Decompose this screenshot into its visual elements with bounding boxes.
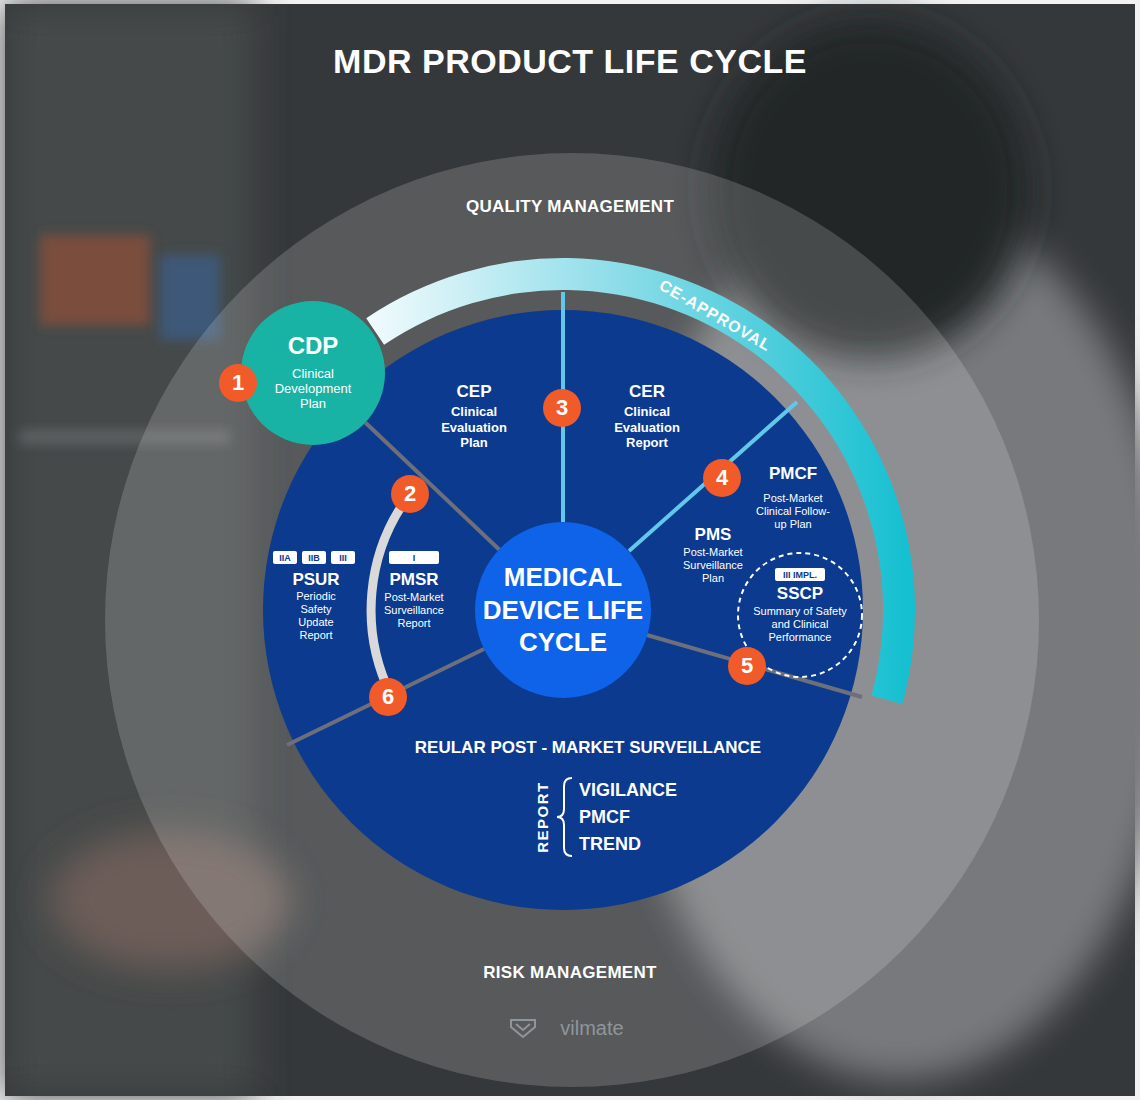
- ring-heading: QUALITY MANAGEMENT: [466, 197, 674, 217]
- sector-subtitle: Post-Market Surveillance Plan: [678, 546, 748, 585]
- report-item: TREND: [579, 834, 641, 855]
- sector-heading: REULAR POST - MARKET SURVEILLANCE: [415, 738, 761, 758]
- badge-text: IIB: [308, 553, 320, 562]
- callout-number: 3: [543, 389, 581, 427]
- ring-heading: RISK MANAGEMENT: [483, 963, 657, 983]
- node-subtitle: Clinical Development Plan: [267, 367, 359, 412]
- node-subtitle: Summary of Safety and Clinical Performan…: [745, 605, 855, 644]
- callout-number: 6: [369, 678, 407, 716]
- sector-heading: CEP: [457, 382, 492, 402]
- sector-subtitle: Post-Market Clinical Follow-up Plan: [756, 492, 830, 531]
- quality-ring: QUALITY MANAGEMENTRISK MANAGEMENTCE-APPR…: [105, 153, 1039, 1087]
- sector-subtitle: Periodic Safety Update Report: [285, 590, 347, 642]
- watermark: vilmate: [560, 1017, 623, 1040]
- callout-number: 2: [391, 475, 429, 513]
- report-item: PMCF: [579, 807, 630, 828]
- callout-number: 4: [703, 459, 741, 497]
- diagram-title: MDR PRODUCT LIFE CYCLE: [333, 42, 807, 81]
- sector-subtitle: Clinical Evaluation Report: [605, 404, 689, 451]
- badge-text: I: [413, 553, 416, 562]
- badge-text: III: [339, 553, 347, 562]
- sector-heading: PMS: [695, 525, 732, 545]
- sector-heading: PSUR: [292, 570, 339, 590]
- report-label: REPORT: [534, 781, 551, 853]
- class-badge: IIB: [302, 551, 326, 564]
- badge-text: IIA: [279, 553, 291, 562]
- class-badge: III IMPL.: [775, 568, 825, 581]
- plan-circle: CDP Clinical Development Plan: [241, 301, 385, 445]
- node-shape: [241, 301, 385, 445]
- node-shape: [263, 310, 863, 910]
- node-heading: CDP: [288, 332, 339, 360]
- box-blur: [40, 235, 150, 325]
- sector-heading: PMCF: [769, 464, 817, 484]
- callout-number: 1: [219, 364, 257, 402]
- class-badge: IIA: [273, 551, 297, 564]
- callout-number: 5: [728, 647, 766, 685]
- class-badge: III: [331, 551, 355, 564]
- sector-subtitle: Clinical Evaluation Plan: [432, 404, 516, 451]
- node-shape: [475, 522, 651, 698]
- node-heading: SSCP: [777, 584, 823, 604]
- class-badge: I: [389, 551, 439, 564]
- report-item: VIGILANCE: [579, 780, 677, 801]
- badge-text: III IMPL.: [783, 570, 817, 579]
- sector-subtitle: Post-Market Surveillance Report: [379, 591, 449, 630]
- node-shape: [105, 153, 1039, 1087]
- center-title: MEDICAL DEVICE LIFE CYCLE: [479, 561, 647, 659]
- center-circle: MEDICAL DEVICE LIFE CYCLE: [475, 522, 651, 698]
- sector-heading: PMSR: [389, 570, 438, 590]
- sector-heading: CER: [629, 382, 665, 402]
